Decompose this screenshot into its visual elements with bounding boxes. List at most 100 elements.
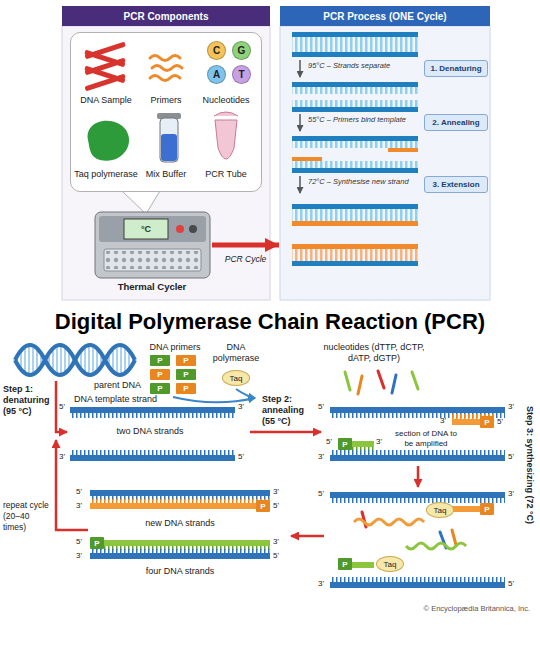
step-name: 2. Annealing (425, 115, 487, 130)
component-icons (84, 74, 125, 92)
base-letter: G (233, 42, 250, 59)
process-arrows (291, 535, 324, 538)
step-caption: 55°C – Primers bind template (308, 115, 420, 125)
component-label: DNA Sample (74, 95, 138, 106)
strand-end-label: 5' (497, 417, 507, 427)
component-icons (150, 56, 182, 81)
helix-rung (84, 349, 86, 371)
dna-strands (90, 540, 270, 546)
pcr-process-strands (292, 100, 418, 107)
primer-box: P (176, 369, 196, 380)
primer-label: P (150, 383, 170, 394)
copyright: © Encyclopædia Britannica, Inc. (340, 604, 530, 614)
strand-end-label: 5' (273, 551, 283, 561)
dna-strands (90, 490, 270, 496)
helix-rung (56, 348, 58, 373)
component-icons (214, 112, 238, 116)
component-label: Mix Buffer (134, 169, 198, 180)
strand-end-label: 5' (508, 452, 518, 462)
dna-strands (70, 450, 235, 455)
step-label: Step 1: denaturing (95 °C) (3, 384, 52, 417)
callout-box: DNA SamplePrimersNucleotidesTaq polymera… (70, 32, 262, 192)
panel-heading: PCR Process (ONE Cycle) (280, 6, 490, 26)
process-arrows (250, 431, 321, 434)
strand-end-label: 5' (76, 537, 86, 547)
dna-strands (330, 582, 505, 588)
primer-box: P (176, 355, 196, 366)
thermal-cycler-art (189, 225, 197, 233)
cycle-arrow (212, 243, 279, 248)
primer-label: P (256, 500, 270, 512)
helix-rung (124, 349, 126, 371)
primer-label: P (480, 503, 494, 515)
primer-box: P (150, 355, 170, 366)
strand-end-label: 3' (59, 452, 69, 462)
component-icons (150, 76, 180, 81)
step-name: 3. Extension (425, 177, 487, 192)
component-icons (161, 134, 177, 161)
helix-rung (20, 353, 22, 367)
helix-rung (92, 348, 94, 373)
panel-ground (62, 26, 490, 300)
thermal-cycler-art (106, 251, 199, 269)
dna-strands (354, 519, 424, 525)
device-label: °C (126, 220, 166, 238)
primer-label: P (150, 369, 170, 380)
strand-end-label: 3' (508, 489, 518, 499)
strand-end-label: 3' (273, 537, 283, 547)
strand-end-label: 5' (326, 437, 336, 447)
primer-label: P (480, 416, 494, 428)
parent-dna-helix (15, 345, 135, 375)
primer-label: P (176, 355, 196, 366)
base-letter: C (208, 42, 225, 59)
helix-rung (88, 347, 90, 373)
device-label: Thermal Cycler (102, 281, 202, 293)
panel-ground (70, 32, 262, 192)
primer-box: P (480, 416, 494, 428)
primer-box: P (338, 438, 352, 450)
dna-strands (90, 553, 270, 559)
enzyme-label: Taq (427, 503, 453, 517)
annotation: DNA template strand (74, 394, 174, 405)
strand-end-label: 3' (76, 501, 86, 511)
primer-box: P (90, 537, 104, 549)
component-icons (150, 56, 180, 61)
strand-end-label: 3' (318, 452, 328, 462)
dna-strands (70, 413, 235, 418)
pcr-process-strands (292, 204, 418, 209)
parent-dna-helix (15, 345, 135, 375)
strand-end-label: 5' (76, 487, 86, 497)
dna-strands (90, 499, 270, 503)
helix-rung (64, 349, 66, 371)
component-label: Taq polymerase (74, 169, 138, 180)
dna-strands (70, 407, 235, 413)
dna-strands (330, 413, 505, 418)
enzyme-label: Taq (377, 557, 403, 571)
panel-heading: PCR Components (62, 6, 270, 26)
pcr-process-strands (292, 161, 418, 168)
strand-end-label: 3' (76, 551, 86, 561)
taq-polymerase: Taq (222, 370, 250, 386)
thermal-cycler-art (99, 216, 206, 242)
panel-ground (122, 191, 160, 214)
annotation: parent DNA (94, 380, 154, 391)
strand-end-label: 5' (318, 489, 328, 499)
component-icons (84, 42, 126, 92)
helix-rung (60, 347, 62, 373)
dna-strands (330, 407, 505, 413)
annotation: nucleotides (dTTP, dCTP, dATP, dGTP) (318, 342, 430, 364)
component-label: Nucleotides (194, 95, 258, 106)
annotation: section of DNA to be amplified (392, 429, 460, 449)
pcr-process-strands (292, 82, 418, 87)
step-box: 3. Extension (424, 176, 488, 193)
step-caption: 72°C – Synthesise new strand (308, 177, 420, 187)
helix-rung (36, 351, 38, 369)
nucleotide-circle: G (232, 41, 251, 60)
strand-end-label: 5' (238, 452, 248, 462)
strand-end-label: 5' (318, 402, 328, 412)
component-label: Primers (134, 95, 198, 106)
pcr-process-strands (388, 148, 418, 152)
helix-rung (68, 353, 70, 367)
annotation: two DNA strands (100, 426, 200, 437)
